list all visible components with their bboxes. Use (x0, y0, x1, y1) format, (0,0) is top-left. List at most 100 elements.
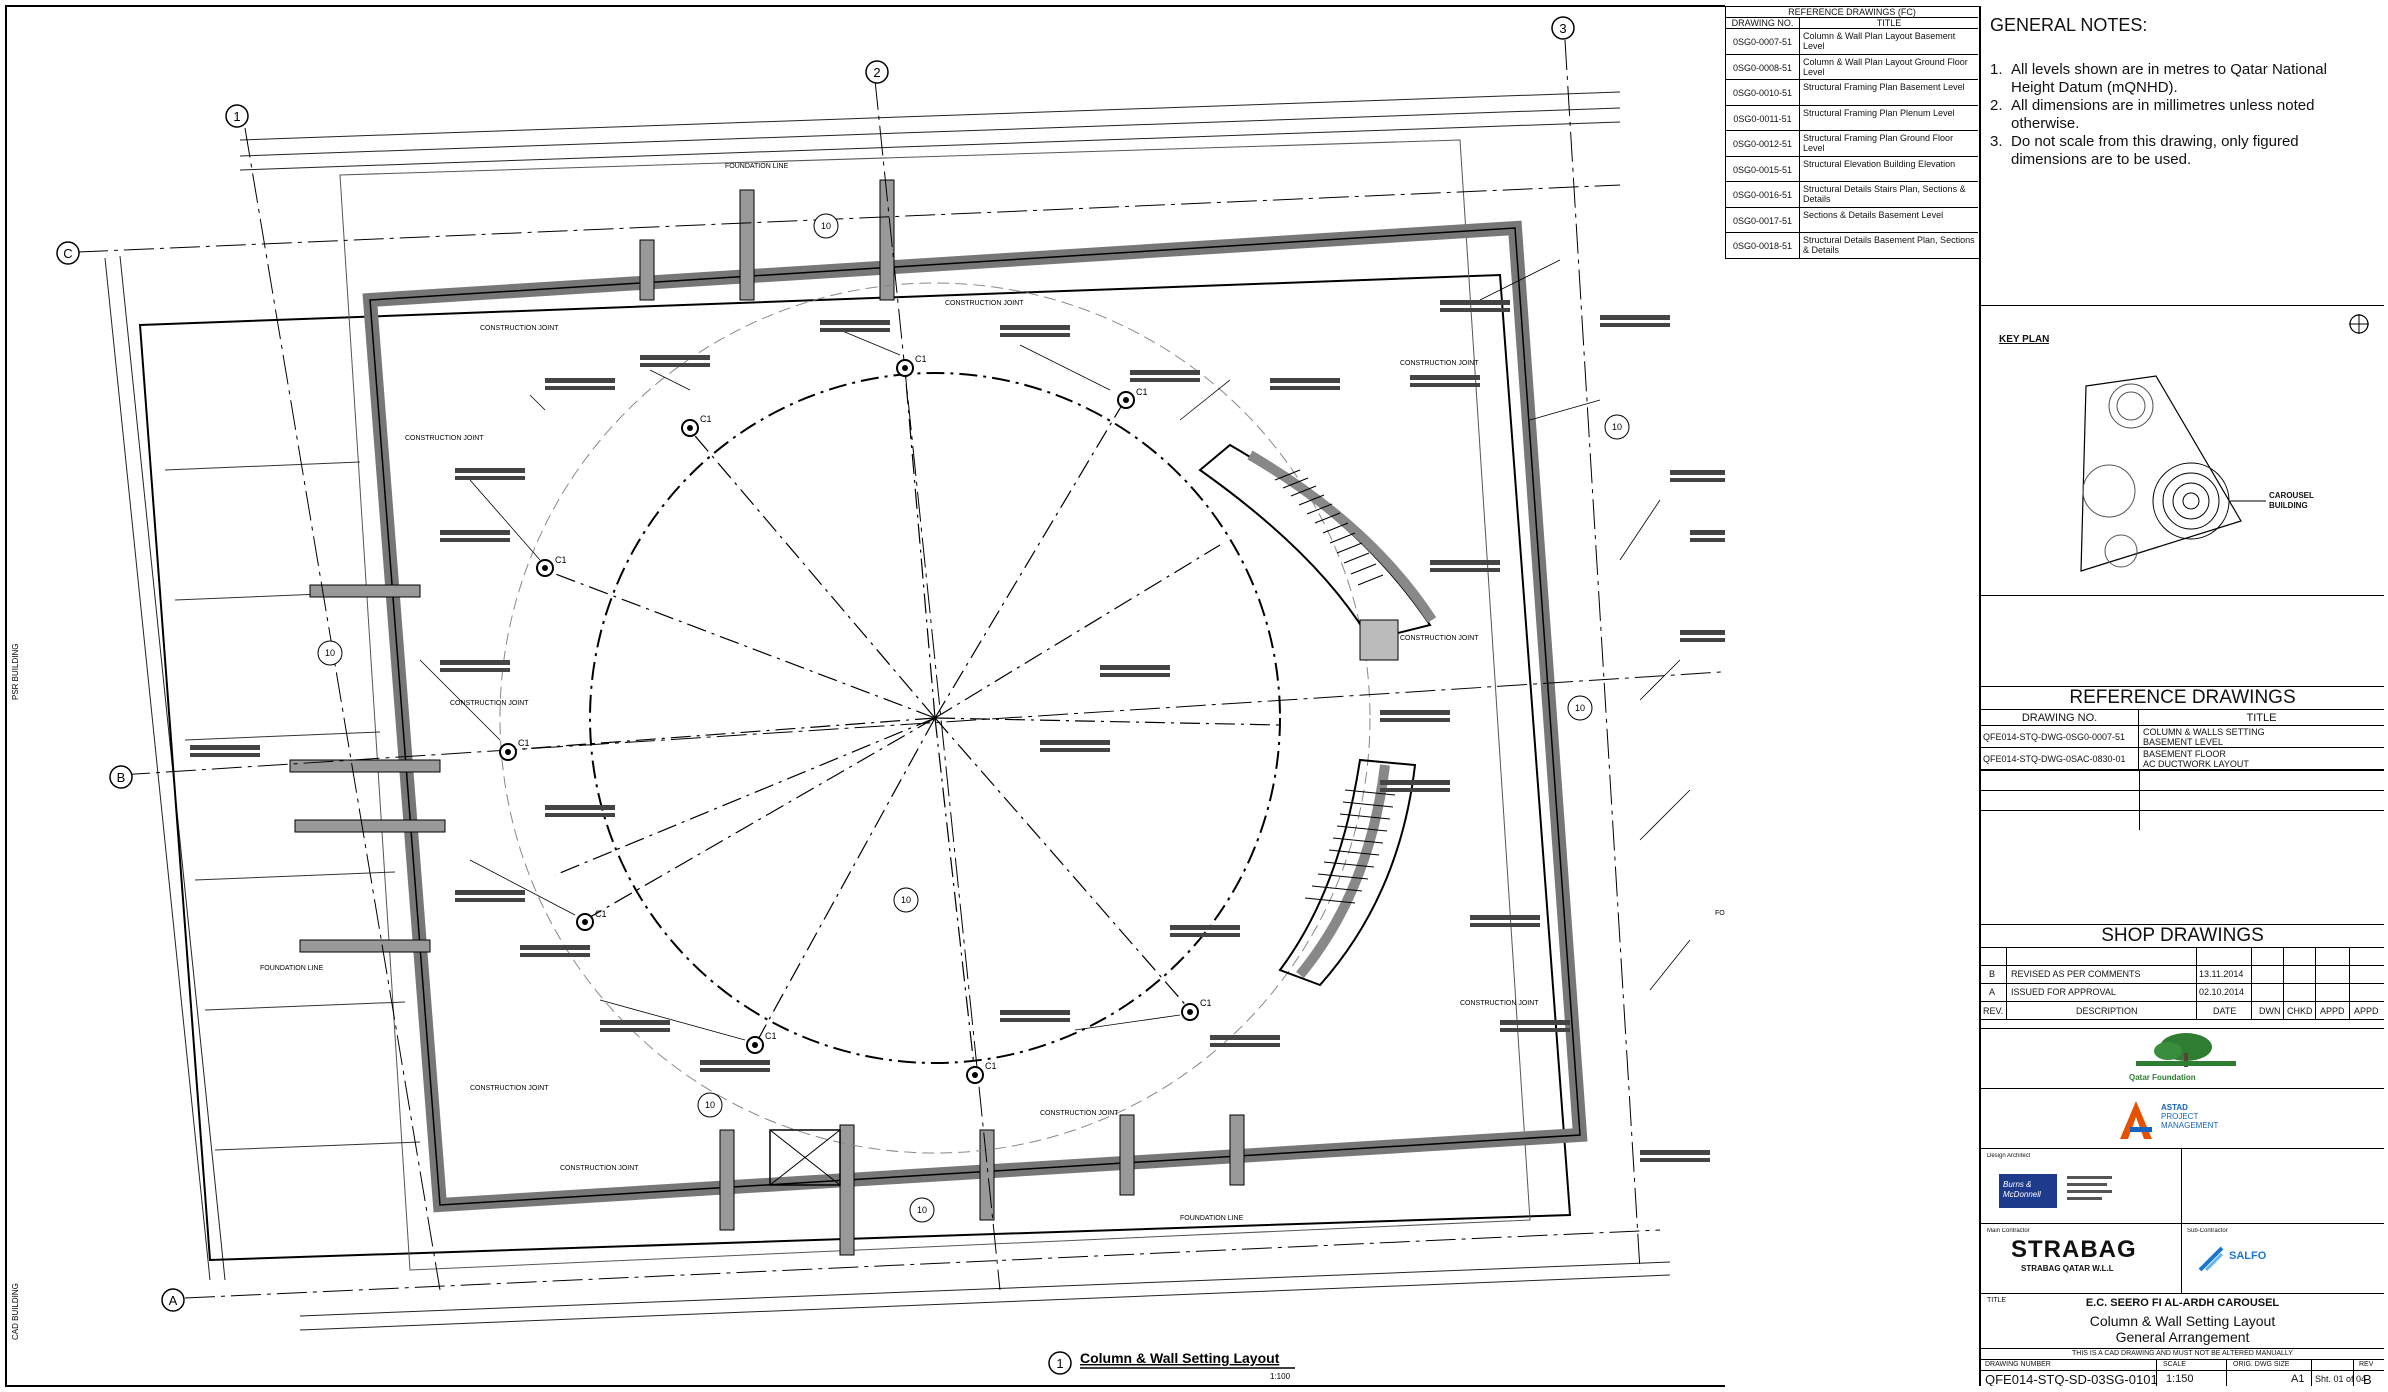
note-1-num: 1. (1990, 61, 2003, 78)
reference-fc-row-title: Sections & Details Basement Level (1800, 208, 1978, 233)
reference-fc-row-no: 0SG0-0007-51 (1726, 29, 1800, 55)
svg-text:10: 10 (1612, 422, 1622, 432)
svg-text:10: 10 (1575, 703, 1585, 713)
reference-row-1-t2: BASEMENT LEVEL (2143, 737, 2223, 747)
reference-fc-row-title: Structural Framing Plan Ground Floor Lev… (1800, 131, 1978, 157)
column-ring (589, 372, 1281, 1064)
foundation-outline (339, 139, 1531, 1271)
view-scale: 1:100 (1270, 1372, 1291, 1381)
view-number-bubble (1048, 1351, 1072, 1375)
orig-size-header: ORIG. DWG SIZE (2233, 1361, 2290, 1368)
rev-header-date: DATE (2213, 1006, 2237, 1016)
rev-header-chkd: CHKD (2287, 1006, 2313, 1016)
rev-header-appd: APPD (2320, 1006, 2345, 1016)
svg-text:10: 10 (917, 1205, 927, 1215)
svg-text:FOUNDATION LINE: FOUNDATION LINE (1715, 910, 1725, 917)
design-architect-label: Design Architect (1987, 1153, 2031, 1159)
reference-fc-row-title: Structural Details Stairs Plan, Sections… (1800, 182, 1978, 208)
grid-label-2: 2 (873, 65, 880, 80)
project-name: E.C. SEERO FI AL-ARDH CAROUSEL (2085, 1297, 2280, 1309)
reference-fc-row-title: Column & Wall Plan Layout Ground Floor L… (1800, 55, 1978, 80)
reference-fc-row-title: Structural Elevation Building Elevation (1800, 157, 1978, 182)
svg-text:C1: C1 (1200, 998, 1212, 1008)
general-notes: GENERAL NOTES: 1. All levels shown are i… (1981, 6, 2384, 306)
reference-fc-row-title: Structural Framing Plan Plenum Level (1800, 106, 1978, 131)
rev-row-2-date: 02.10.2014 (2199, 987, 2245, 997)
reference-fc-table: REFERENCE DRAWINGS (FC) DRAWING NO. TITL… (1725, 6, 1980, 259)
coordinate-leaders (419, 259, 1691, 1041)
reference-fc-row-no: 0SG0-0012-51 (1726, 131, 1800, 157)
svg-text:CONSTRUCTION JOINT: CONSTRUCTION JOINT (560, 1165, 639, 1172)
radial-grid (507, 369, 1281, 1076)
drawing-number-block: THIS IS A CAD DRAWING AND MUST NOT BE AL… (1981, 1348, 2384, 1386)
stair-lower (1278, 758, 1417, 987)
sheet-border (5, 5, 1725, 1387)
reference-row-1-no: QFE014-STQ-DWG-0SG0-0007-51 (1981, 726, 2139, 748)
reference-fc-row-no: 0SG0-0015-51 (1726, 156, 1800, 182)
grid-axes (77, 39, 1725, 1299)
drawing-title: TITLE E.C. SEERO FI AL-ARDH CAROUSEL Col… (1981, 1293, 2384, 1348)
note-1-line-2: Height Datum (mQNHD). (2011, 79, 2178, 96)
shop-drawings: SHOP DRAWINGS B REVISED AS PER COMMENTS … (1981, 924, 2384, 1029)
main-contractor-label: Main Contractor (1987, 1228, 2030, 1234)
partitions-left (164, 461, 421, 1151)
rev-header-desc: DESCRIPTION (2076, 1006, 2138, 1016)
grid-label-a: A (169, 1293, 178, 1308)
psr-building-label: PSR BUILDING (11, 644, 20, 700)
astad-logo-icon (2120, 1101, 2152, 1139)
key-plan-sketch (2080, 314, 2369, 572)
grid-bubbles (56, 16, 1575, 1312)
key-plan: KEY PLAN CAROUSEL BUILDING (1981, 306, 2384, 596)
pm-logo: ASTAD PROJECT MANAGEMENT (1981, 1088, 2384, 1148)
svg-text:FOUNDATION LINE: FOUNDATION LINE (725, 163, 789, 170)
lift-box (769, 1129, 841, 1186)
columns (499, 359, 1199, 1084)
drawing-rev: B (2363, 1372, 2372, 1386)
client-logo: Qatar Foundation (1981, 1028, 2384, 1088)
rev-row-2-desc: ISSUED FOR APPROVAL (2011, 987, 2116, 997)
stair-upper (1198, 443, 1437, 661)
plan-labels: FOUNDATION LINE CONSTRUCTION JOINT CONST… (260, 163, 1725, 1222)
cad-building-label: CAD BUILDING (11, 1283, 20, 1340)
reference-row-2-t2: AC DUCTWORK LAYOUT (2143, 759, 2249, 769)
svg-text:CONSTRUCTION JOINT: CONSTRUCTION JOINT (1400, 635, 1479, 642)
key-plan-label-1: CAROUSEL (2269, 491, 2314, 500)
svg-text:CONSTRUCTION JOINT: CONSTRUCTION JOINT (405, 435, 484, 442)
outer-circle (499, 282, 1371, 1154)
svg-text:C1: C1 (700, 414, 712, 424)
svg-text:CONSTRUCTION JOINT: CONSTRUCTION JOINT (480, 325, 559, 332)
burns-mcdonnell-logo: Burns & McDonnell (1999, 1174, 2057, 1208)
title-line-2: General Arrangement (2115, 1329, 2250, 1345)
scale-header: SCALE (2163, 1361, 2186, 1368)
reference-row-2-t1: BASEMENT FLOOR (2143, 749, 2226, 759)
note-3-line-2: dimensions are to be used. (2011, 151, 2192, 168)
svg-text:C1: C1 (915, 354, 927, 364)
drawing-size: A1 (2291, 1373, 2305, 1385)
svg-text:CONSTRUCTION JOINT: CONSTRUCTION JOINT (470, 1085, 549, 1092)
reference-drawings-title: REFERENCE DRAWINGS (1981, 686, 2384, 710)
astad-line-1: ASTAD (2161, 1103, 2188, 1112)
note-2-line-2: otherwise. (2011, 115, 2080, 132)
astad-line-3: MANAGEMENT (2161, 1121, 2219, 1130)
svg-text:10: 10 (705, 1100, 715, 1110)
reference-fc-col-title: TITLE (1800, 18, 1978, 29)
svg-text:10: 10 (325, 648, 335, 658)
svg-text:C1: C1 (518, 738, 530, 748)
svg-text:FOUNDATION LINE: FOUNDATION LINE (260, 965, 324, 972)
grid-label-1: 1 (233, 109, 240, 124)
note-3-num: 3. (1990, 133, 2003, 150)
rev-header: REV (2359, 1361, 2374, 1368)
column-centres (505, 365, 1193, 1078)
reference-drawings-col-title: TITLE (2139, 710, 2384, 726)
salfo-name: SALFO (2229, 1250, 2267, 1262)
svg-text:10: 10 (901, 895, 911, 905)
svg-text:C1: C1 (555, 555, 567, 565)
view-number: 1 (1056, 1356, 1063, 1371)
rev-row-1-rev: B (1989, 969, 1996, 979)
svg-text:CONSTRUCTION JOINT: CONSTRUCTION JOINT (1400, 360, 1479, 367)
sheet-count: Sht. 01 of 04 (2315, 1374, 2367, 1384)
svg-text:C1: C1 (1136, 387, 1148, 397)
reference-fc-row-no: 0SG0-0016-51 (1726, 182, 1800, 208)
column-tags: C1 C1 C1 C1 C1 C1 C1 C1 C1 (518, 354, 1212, 1071)
